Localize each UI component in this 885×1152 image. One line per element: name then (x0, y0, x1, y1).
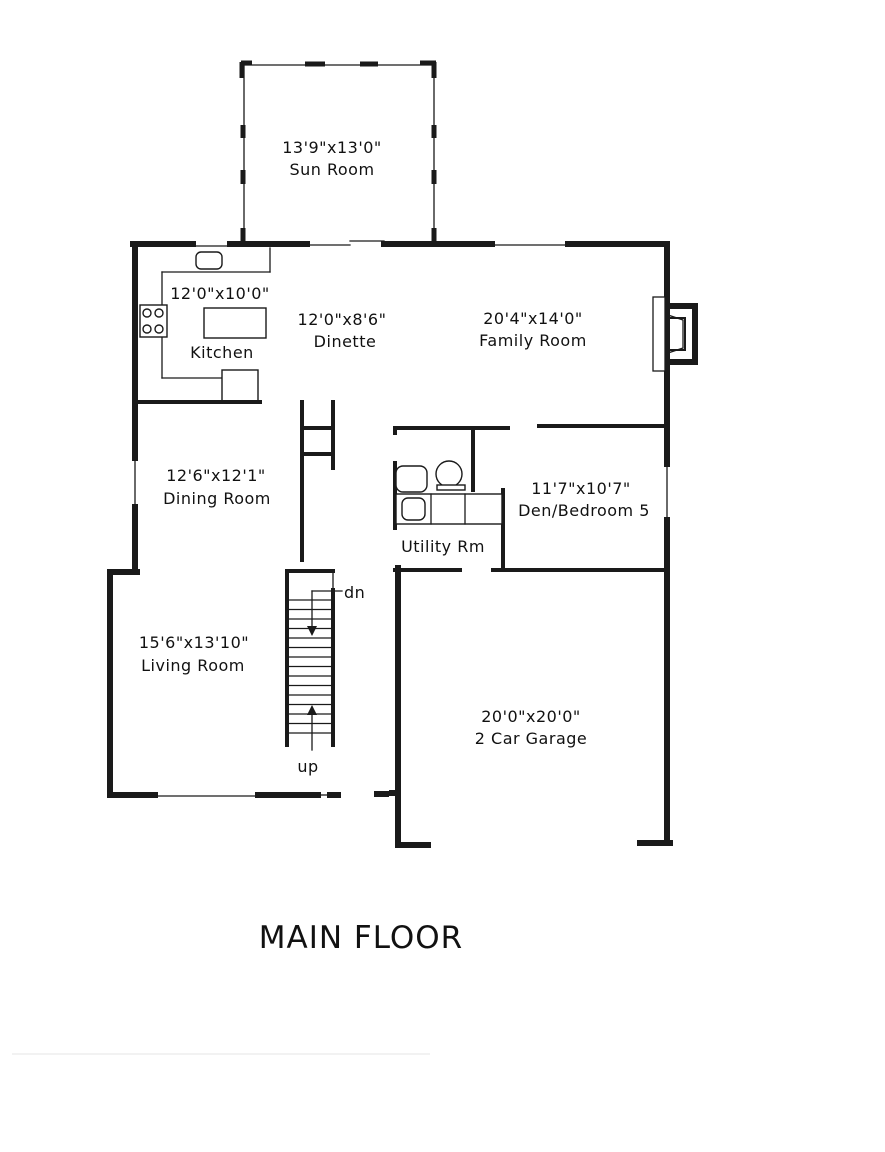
interior-walls (389, 424, 669, 848)
garage-dims: 20'0"x20'0" (481, 707, 581, 726)
living-room-dims: 15'6"x13'10" (139, 633, 249, 652)
staircase (285, 400, 343, 751)
kitchen-island (203, 307, 267, 339)
garage-name: 2 Car Garage (475, 729, 588, 748)
den-name: Den/Bedroom 5 (518, 501, 650, 520)
sun-room-walls (239, 60, 437, 245)
kitchen-fixtures (133, 247, 271, 404)
page-title: MAIN FLOOR (259, 920, 463, 956)
living-room-name: Living Room (141, 656, 245, 675)
dining-room-name: Dining Room (163, 489, 271, 508)
dining-room-dims: 12'6"x12'1" (166, 466, 266, 485)
kitchen-name: Kitchen (190, 343, 254, 362)
refrigerator (221, 369, 259, 402)
stairs-down-label: dn (344, 583, 365, 602)
utility-name: Utility Rm (401, 537, 485, 556)
utility-fixtures (395, 460, 503, 525)
stairs-up-label: up (297, 757, 318, 776)
exterior-walls (107, 240, 673, 846)
den-dims: 11'7"x10'7" (531, 479, 631, 498)
fireplace (652, 296, 698, 372)
family-room-dims: 20'4"x14'0" (483, 309, 583, 328)
sun-room-name: Sun Room (289, 160, 374, 179)
dinette-dims: 12'0"x8'6" (298, 310, 387, 329)
dinette-name: Dinette (314, 332, 377, 351)
room-labels: 13'9"x13'0" Sun Room 12'0"x10'0" Kitchen… (139, 138, 650, 776)
kitchen-sink (195, 251, 223, 270)
family-room-name: Family Room (479, 331, 587, 350)
kitchen-dims: 12'0"x10'0" (170, 284, 270, 303)
sun-room-dims: 13'9"x13'0" (282, 138, 382, 157)
